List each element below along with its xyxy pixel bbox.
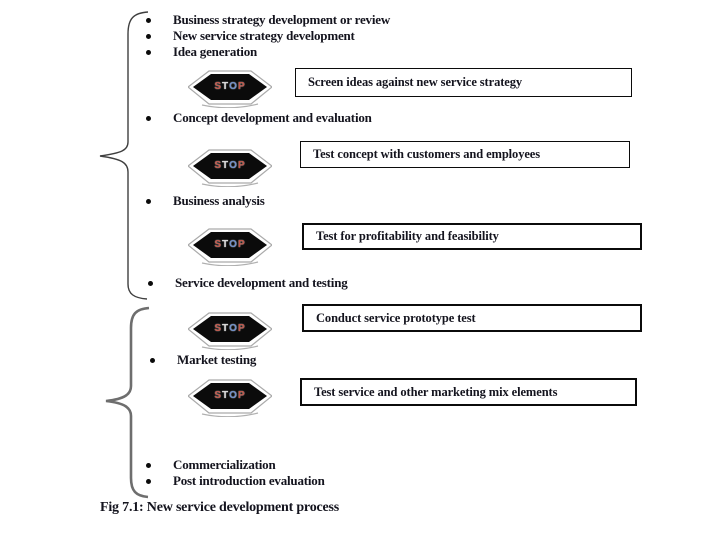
screen-box-label: Test service and other marketing mix ele…: [314, 384, 558, 399]
bullet-dot-icon: [146, 17, 151, 23]
stop-letter: T: [222, 322, 230, 334]
step-label: Service development and testing: [175, 275, 348, 290]
step-label: Idea generation: [173, 44, 258, 59]
brace-lower-icon: [105, 306, 150, 499]
screen-box-label: Test concept with customers and employee…: [313, 147, 541, 161]
brace-upper-icon: [99, 11, 149, 300]
stop-letter: S: [214, 80, 223, 92]
bullet-dot-icon: [146, 33, 151, 39]
stop-letter: S: [214, 322, 223, 334]
process-step: Business strategy development or review: [146, 12, 390, 28]
stop-sign-shape-icon: [188, 149, 272, 187]
stop-letter: S: [214, 238, 223, 250]
process-step: Market testing: [150, 352, 256, 368]
process-step: New service strategy development: [146, 28, 355, 44]
process-step: Business analysis: [146, 193, 265, 209]
step-label: Market testing: [177, 352, 257, 367]
stop-letter: P: [237, 238, 246, 250]
step-label: Business strategy development or review: [173, 12, 391, 27]
process-step: Commercialization: [146, 457, 276, 473]
stop-letter: O: [229, 389, 238, 401]
stop-letter: S: [214, 389, 223, 401]
stop-letter: P: [237, 159, 246, 171]
stop-letter: O: [229, 238, 238, 250]
screen-box: Screen ideas against new service strateg…: [295, 68, 632, 97]
screen-box: Test for profitability and feasibility: [302, 223, 642, 250]
stop-letter: T: [222, 80, 230, 92]
screen-box: Test concept with customers and employee…: [300, 141, 630, 168]
bullet-dot-icon: [146, 198, 151, 204]
stop-letter: O: [229, 159, 238, 171]
process-step: Post introduction evaluation: [146, 473, 325, 489]
screen-box: Conduct service prototype test: [302, 304, 642, 332]
stop-letter: P: [237, 80, 246, 92]
stop-letter: T: [222, 238, 230, 250]
step-label: Business analysis: [173, 193, 265, 208]
stop-sign-shape-icon: [188, 70, 272, 108]
screen-box-label: Screen ideas against new service strateg…: [308, 75, 523, 89]
step-label: New service strategy development: [173, 28, 355, 43]
bullet-dot-icon: [150, 357, 155, 363]
stop-letter: P: [237, 389, 246, 401]
bullet-dot-icon: [146, 49, 151, 55]
process-step: Concept development and evaluation: [146, 110, 372, 126]
stop-letter: T: [222, 159, 230, 171]
screen-box: Test service and other marketing mix ele…: [300, 378, 637, 406]
stop-letter: T: [222, 389, 230, 401]
step-label: Post introduction evaluation: [173, 473, 325, 488]
process-step: Service development and testing: [148, 275, 348, 291]
bullet-dot-icon: [148, 280, 153, 286]
stop-letter: P: [237, 322, 246, 334]
step-label: Commercialization: [173, 457, 276, 472]
bullet-dot-icon: [146, 462, 151, 468]
screen-box-label: Test for profitability and feasibility: [316, 229, 499, 243]
figure-caption: Fig 7.1: New service development process: [100, 500, 340, 515]
screen-box-label: Conduct service prototype test: [316, 310, 476, 325]
stop-letter: O: [229, 80, 238, 92]
step-label: Concept development and evaluation: [173, 110, 372, 125]
stop-sign-shape-icon: [188, 312, 272, 350]
stop-letter: S: [214, 159, 223, 171]
stop-letter: O: [229, 322, 238, 334]
process-step: Idea generation: [146, 44, 257, 60]
bullet-dot-icon: [146, 115, 151, 121]
bullet-dot-icon: [146, 478, 151, 484]
stop-sign-shape-icon: [188, 379, 272, 417]
stop-sign-shape-icon: [188, 228, 272, 266]
